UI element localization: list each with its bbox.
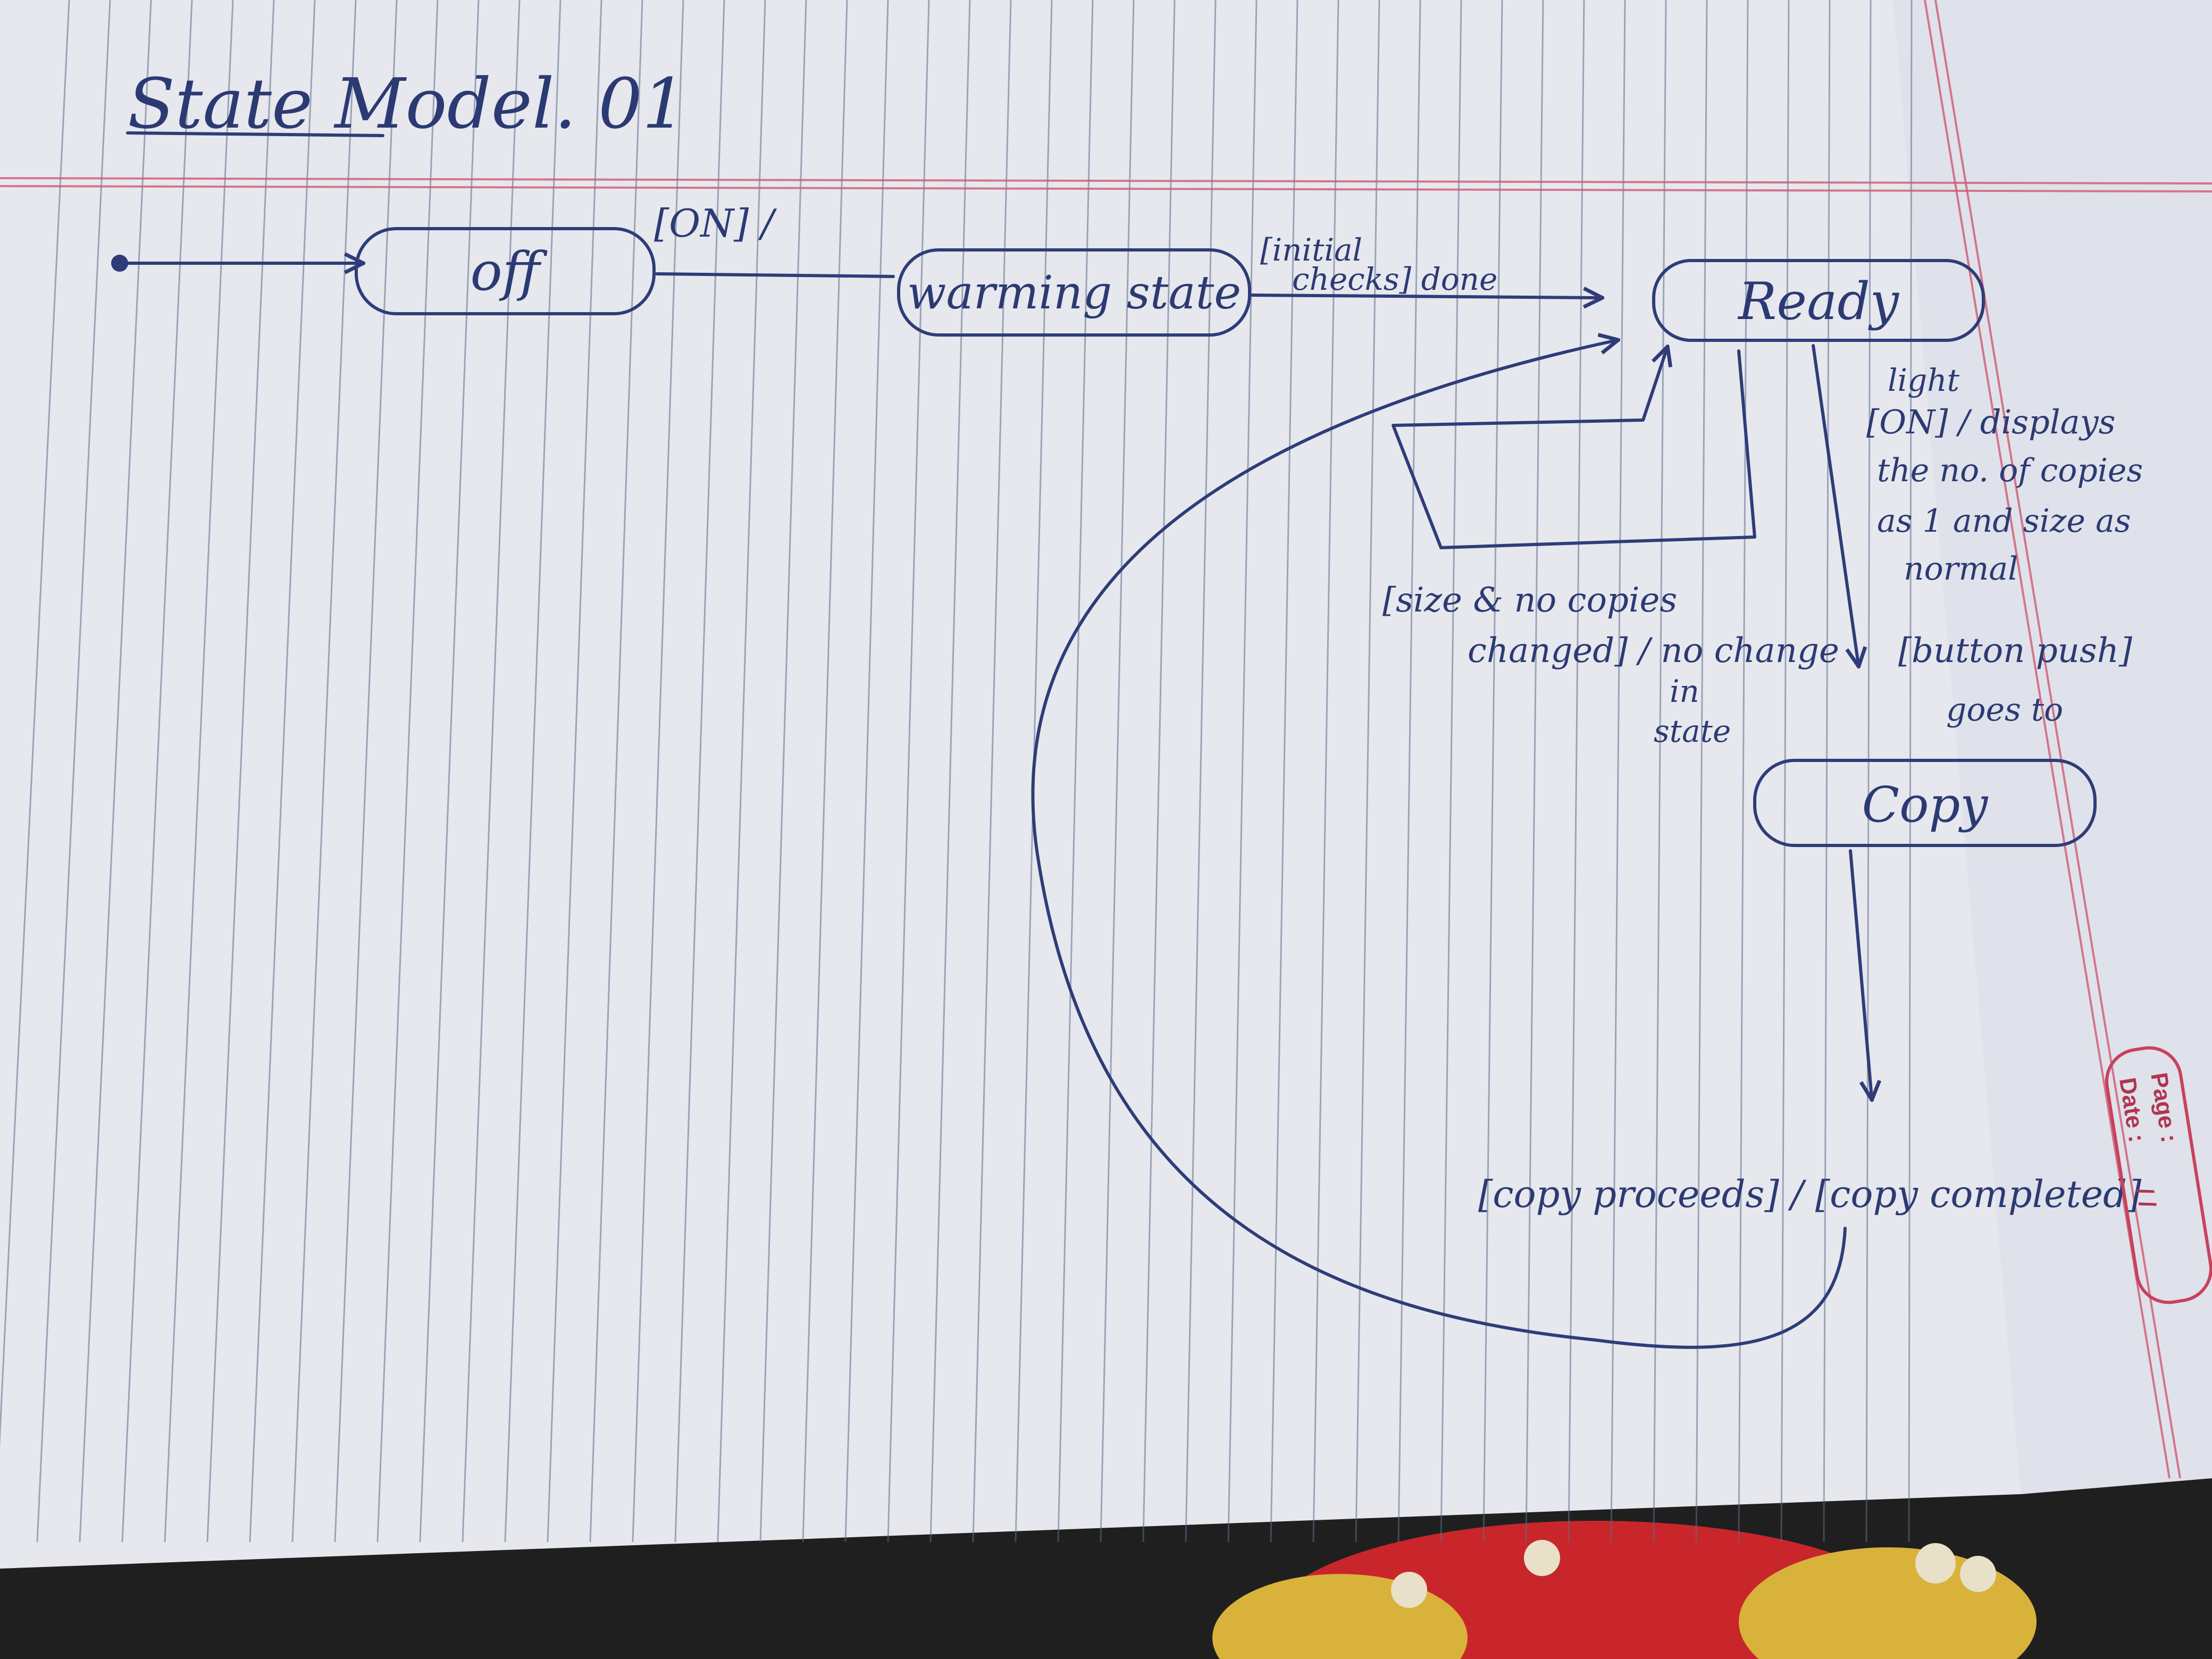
ruled-line xyxy=(1482,0,1503,1543)
transition-warming-ready-label-1: [initial xyxy=(1260,232,1362,268)
transition-warming-ready xyxy=(1251,295,1601,298)
notebook-page xyxy=(0,0,2212,1569)
ruled-line xyxy=(79,0,152,1543)
ruled-line xyxy=(1142,0,1176,1543)
light-label-4: as 1 and size as xyxy=(1877,502,2131,540)
light-label-1: light xyxy=(1888,362,1960,398)
ruled-line xyxy=(164,0,234,1543)
state-copy-label: Copy xyxy=(1862,776,1989,833)
ruled-line xyxy=(121,0,193,1543)
ruled-line xyxy=(929,0,971,1543)
ruled-line xyxy=(249,0,316,1543)
ruled-line xyxy=(462,0,521,1543)
ruled-line xyxy=(547,0,602,1543)
state-ready: Ready xyxy=(1652,259,1985,342)
ruled-line xyxy=(1865,0,1872,1543)
fabric-pattern xyxy=(1212,1521,2037,1659)
state-copy: Copy xyxy=(1753,759,2097,847)
ruled-line xyxy=(717,0,766,1543)
ruled-line xyxy=(674,0,725,1543)
self-loop-label-4: state xyxy=(1654,713,1731,749)
ruled-line xyxy=(1738,0,1749,1543)
ruled-line xyxy=(844,0,889,1543)
ruled-line xyxy=(1823,0,1831,1543)
state-ready-label: Ready xyxy=(1737,272,1900,331)
ruled-line xyxy=(1653,0,1667,1543)
ruled-lines xyxy=(0,0,1913,1543)
state-off-label: off xyxy=(470,240,548,303)
ruled-line xyxy=(376,0,439,1543)
ruled-line xyxy=(206,0,275,1543)
ruled-line xyxy=(1568,0,1585,1543)
button-label-1: [button push] xyxy=(1898,631,2133,671)
transition-copy-ready-return xyxy=(1031,340,1847,1349)
state-warming-label: warming state xyxy=(907,266,1241,320)
transition-ready-copy xyxy=(1812,344,1858,665)
ruled-line xyxy=(802,0,848,1543)
ruled-line xyxy=(1355,0,1380,1543)
light-label-2: [ON] / displays xyxy=(1866,403,2115,441)
ruled-line xyxy=(1780,0,1790,1543)
ruled-line xyxy=(1270,0,1298,1543)
ruled-line xyxy=(334,0,398,1543)
transition-off-warming-label: [ON] / xyxy=(654,201,777,246)
ruled-line xyxy=(1057,0,1094,1543)
ruled-line xyxy=(419,0,480,1543)
ruled-line xyxy=(887,0,930,1543)
ruled-line xyxy=(1440,0,1462,1543)
ruled-line xyxy=(504,0,562,1543)
ruled-line xyxy=(972,0,1012,1543)
ruled-line xyxy=(1695,0,1708,1543)
self-loop-label-1: [size & no copies xyxy=(1382,581,1677,620)
self-loop-label-3: in xyxy=(1670,673,1699,709)
ruled-line xyxy=(632,0,684,1543)
ruled-line xyxy=(1227,0,1258,1543)
button-label-2: goes to xyxy=(1946,691,2063,728)
transition-off-warming xyxy=(655,272,895,278)
ruled-line xyxy=(1397,0,1421,1543)
ruled-line xyxy=(36,0,111,1543)
ruled-line xyxy=(589,0,643,1543)
ruled-line xyxy=(1610,0,1626,1543)
light-label-3: the no. of copies xyxy=(1877,452,2143,489)
ruled-line xyxy=(759,0,807,1543)
diagram-title: State Model. 01 xyxy=(128,63,686,144)
transition-copy-down xyxy=(1849,849,1872,1098)
ruled-line xyxy=(1185,0,1217,1543)
self-loop-label-2: changed] / no change xyxy=(1468,631,1839,671)
transition-warming-ready-label-2: checks] done xyxy=(1292,261,1497,297)
ruled-line xyxy=(0,0,70,1448)
copy-completed-label: [copy proceeds] / [copy completed] xyxy=(1478,1172,2142,1216)
ruled-line xyxy=(1525,0,1544,1543)
ruled-line xyxy=(1908,0,1913,1543)
transition-ready-self-loop xyxy=(1392,348,1756,549)
state-off: off xyxy=(355,227,656,315)
light-label-5: normal xyxy=(1904,550,2018,588)
ruled-line xyxy=(1312,0,1339,1543)
date-value: / / xyxy=(2132,1186,2160,1210)
state-warming: warming state xyxy=(897,248,1251,337)
ruled-line xyxy=(1100,0,1135,1543)
